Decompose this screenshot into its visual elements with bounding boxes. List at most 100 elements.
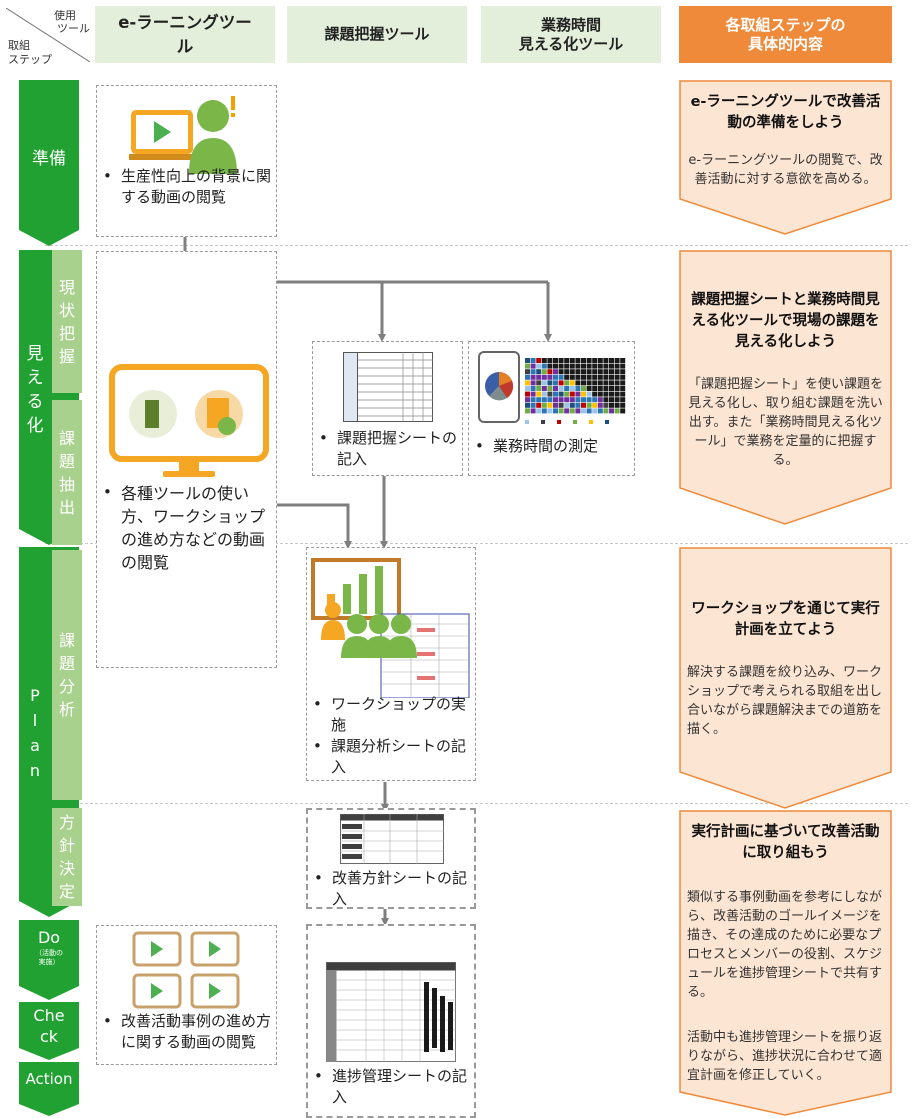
heatmap-cell bbox=[609, 369, 614, 375]
step-check: Che ck bbox=[19, 1002, 79, 1062]
heatmap-legend-swatch bbox=[525, 420, 529, 424]
panel-plan-body: 解決する課題を絞り込み、ワークショップで考えられる取組を出し合いながら課題解決ま… bbox=[687, 665, 883, 737]
heatmap-cell bbox=[553, 397, 558, 403]
heatmap-cell bbox=[614, 363, 620, 369]
heatmap-cell bbox=[558, 397, 564, 403]
heatmap-cell bbox=[603, 386, 609, 391]
video-lesson-icon bbox=[129, 96, 237, 174]
heatmap-cell bbox=[609, 408, 614, 414]
policy-sheet-text: 改善方針シートの記入 bbox=[332, 869, 468, 908]
panel-plan-shape bbox=[679, 547, 892, 809]
heatmap-cell bbox=[547, 408, 553, 414]
step-visualize-label: 見 え る 化 bbox=[26, 344, 44, 436]
corner-step-label-1: 取組 bbox=[8, 39, 30, 52]
heatmap-cell bbox=[603, 369, 609, 375]
substep-analysis: 課 題 分 析 bbox=[52, 550, 82, 800]
heatmap-cell bbox=[603, 408, 609, 414]
heatmap-cell bbox=[525, 402, 530, 408]
video-grid-icon bbox=[132, 931, 240, 1009]
time-measure-box: •業務時間の測定 bbox=[468, 341, 635, 476]
prep-video-text: 生産性向上の背景に関する動画の閲覧 bbox=[121, 167, 272, 206]
heatmap-cell bbox=[553, 402, 558, 408]
heatmap-cell bbox=[620, 386, 626, 391]
cases-video-box: •改善活動事例の進め方に関する動画の閲覧 bbox=[96, 925, 277, 1065]
heatmap-cell bbox=[597, 374, 603, 380]
corner-step-label-2: ステップ bbox=[8, 53, 52, 66]
heatmap-cell bbox=[536, 386, 542, 391]
cases-video-caption: •改善活動事例の進め方に関する動画の閲覧 bbox=[103, 1011, 275, 1053]
progress-sheet-text: 進捗管理シートの記入 bbox=[332, 1067, 468, 1106]
heatmap-cell bbox=[586, 363, 592, 369]
time-chart-thumbnail-icon bbox=[478, 351, 626, 424]
heatmap-cell bbox=[564, 369, 570, 375]
heatmap-cell bbox=[564, 380, 570, 386]
heatmap-cell bbox=[541, 391, 547, 397]
header-elearning: e-ラーニングツー ル bbox=[95, 6, 275, 63]
policy-sheet-thumbnail-icon bbox=[340, 814, 444, 864]
heatmap-cell bbox=[620, 374, 626, 380]
issue-sheet-caption: •課題把握シートの記入 bbox=[319, 429, 458, 468]
heatmap-cell bbox=[525, 358, 530, 363]
prep-video-box: •生産性向上の背景に関する動画の閲覧 bbox=[96, 85, 277, 237]
heatmap-cell bbox=[609, 363, 614, 369]
heatmap-cell bbox=[609, 358, 614, 363]
heatmap-cell bbox=[530, 408, 536, 414]
step-prep: 準備 bbox=[19, 80, 79, 248]
header-step-contents: 各取組ステップの 具体的内容 bbox=[679, 6, 892, 63]
heatmap-cell bbox=[614, 358, 620, 363]
step-action: Action bbox=[19, 1062, 79, 1117]
heatmap-cell bbox=[614, 408, 620, 414]
heatmap-cell bbox=[530, 363, 536, 369]
heatmap-cell bbox=[569, 363, 575, 369]
heatmap-cell bbox=[609, 374, 614, 380]
panel-visualize: 課題把握シートと業務時間見える化ツールで現場の課題を見える化しよう 「課題把握シ… bbox=[679, 250, 892, 525]
heatmap-cell bbox=[592, 358, 598, 363]
heatmap-cell bbox=[581, 369, 586, 375]
heatmap-cell bbox=[536, 391, 542, 397]
panel-plan-title: ワークショップを通じて実行計画を立てよう bbox=[691, 601, 880, 638]
heatmap-cell bbox=[592, 374, 598, 380]
heatmap-cell bbox=[525, 386, 530, 391]
header-time-tool-label: 業務時間 見える化ツール bbox=[518, 15, 624, 53]
heatmap-cell bbox=[541, 358, 547, 363]
heatmap-cell bbox=[558, 363, 564, 369]
heatmap-cell bbox=[569, 358, 575, 363]
heatmap-cell bbox=[581, 386, 586, 391]
heatmap-cell bbox=[530, 402, 536, 408]
heatmap-cell bbox=[553, 386, 558, 391]
heatmap-cell bbox=[547, 397, 553, 403]
step-check-label: Che ck bbox=[33, 1006, 65, 1046]
heatmap-cell bbox=[530, 374, 536, 380]
heatmap-cell bbox=[536, 374, 542, 380]
heatmap-cell bbox=[609, 397, 614, 403]
heatmap-cell bbox=[614, 386, 620, 391]
heatmap-cell bbox=[553, 374, 558, 380]
heatmap-cell bbox=[541, 386, 547, 391]
heatmap-grid bbox=[525, 358, 626, 424]
heatmap-cell bbox=[525, 391, 530, 397]
panel-do-body-1: 類似する事例動画を参考にしながら、改善活動のゴールイメージを描き、その達成のため… bbox=[687, 890, 883, 1000]
workshop-box: •ワークショップの実施 •課題分析シートの記入 bbox=[306, 547, 476, 781]
header-step-contents-label: 各取組ステップの 具体的内容 bbox=[725, 15, 846, 53]
heatmap-cell bbox=[597, 397, 603, 403]
heatmap-cell bbox=[530, 397, 536, 403]
heatmap-cell bbox=[525, 408, 530, 414]
heatmap-cell bbox=[558, 358, 564, 363]
heatmap-cell bbox=[575, 397, 581, 403]
heatmap-cell bbox=[541, 374, 547, 380]
heatmap-cell bbox=[597, 402, 603, 408]
monitor-video-icon bbox=[109, 364, 269, 477]
heatmap-cell bbox=[620, 402, 626, 408]
heatmap-cell bbox=[592, 408, 598, 414]
heatmap-cell bbox=[564, 408, 570, 414]
issue-sheet-thumbnail-icon bbox=[343, 352, 433, 422]
heatmap-cell bbox=[530, 380, 536, 386]
heatmap-cell bbox=[586, 358, 592, 363]
heatmap-cell bbox=[603, 380, 609, 386]
heatmap-cell bbox=[569, 397, 575, 403]
heatmap-cell bbox=[586, 369, 592, 375]
row-separator bbox=[45, 803, 908, 804]
heatmap-cell bbox=[530, 358, 536, 363]
heatmap-cell bbox=[569, 374, 575, 380]
substep-extract-label: 課 題 抽 出 bbox=[58, 428, 75, 517]
